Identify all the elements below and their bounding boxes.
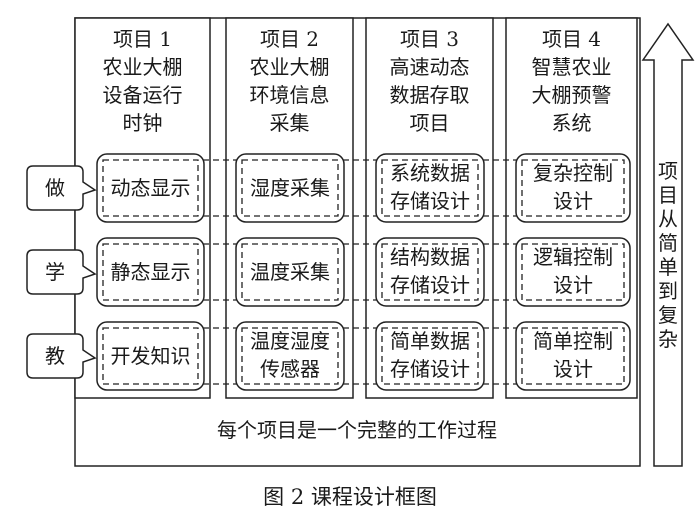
cell-box — [375, 237, 485, 307]
project-header-line: 项目 4 — [542, 27, 601, 51]
cell-box — [515, 321, 631, 391]
cell-box — [235, 321, 345, 391]
figure-caption: 图 2 课程设计框图 — [263, 485, 437, 509]
role-label: 做 — [45, 176, 65, 200]
cell-text: 复杂控制 — [533, 161, 613, 185]
callout-bubble-icon — [26, 165, 97, 211]
project-header-line: 时钟 — [123, 111, 163, 135]
cell-text: 传感器 — [260, 357, 320, 381]
cell-text: 温度采集 — [250, 260, 330, 284]
cell-box — [96, 237, 205, 307]
arrow-char: 从 — [658, 207, 678, 231]
arrow-char: 项 — [658, 159, 678, 183]
bottom-text: 每个项目是一个完整的工作过程 — [217, 418, 497, 442]
project-header-line: 智慧农业 — [532, 55, 612, 79]
project-header-line: 大棚预警 — [532, 83, 612, 107]
cell-text: 设计 — [553, 273, 593, 297]
arrow-char: 目 — [658, 183, 678, 207]
cell: 开发知识 — [96, 321, 205, 391]
project-header-line: 项目 3 — [400, 27, 459, 51]
cell-inner-dash — [241, 159, 339, 217]
project-header-line: 采集 — [270, 111, 310, 135]
cell-text: 开发知识 — [111, 344, 191, 368]
project-header-line: 农业大棚 — [250, 55, 330, 79]
cell-box — [375, 321, 485, 391]
cells: 动态显示静态显示开发知识湿度采集温度采集温度湿度传感器系统数据存储设计结构数据存… — [96, 153, 631, 391]
cell-box — [235, 237, 345, 307]
role-callouts: 做学教 — [26, 165, 97, 379]
role-callout-1: 做 — [26, 165, 97, 211]
project-header-line: 设备运行 — [103, 83, 183, 107]
project-header-line: 高速动态 — [390, 55, 470, 79]
project-header-line: 项目 — [410, 111, 450, 135]
role-label: 教 — [45, 344, 65, 368]
cell-box — [96, 153, 205, 223]
role-label: 学 — [45, 260, 65, 284]
project-header-line: 环境信息 — [250, 83, 330, 107]
up-arrow-icon — [641, 22, 695, 467]
arrow-char: 到 — [658, 279, 678, 303]
role-callout-3: 教 — [26, 333, 97, 379]
cell-box — [375, 153, 485, 223]
cell-inner-dash — [521, 327, 625, 385]
cell-text: 存储设计 — [390, 189, 470, 213]
cell: 动态显示 — [96, 153, 205, 223]
role-callout-2: 学 — [26, 249, 97, 295]
project-header-line: 项目 2 — [260, 27, 319, 51]
cell: 湿度采集 — [235, 153, 345, 223]
cell-text: 逻辑控制 — [533, 245, 613, 269]
cell-inner-dash — [521, 243, 625, 301]
cell-inner-dash — [381, 159, 479, 217]
cell-box — [515, 153, 631, 223]
callout-bubble-icon — [26, 249, 97, 295]
cell-inner-dash — [102, 327, 199, 385]
arrow-char: 杂 — [658, 327, 678, 351]
cell-box — [96, 321, 205, 391]
cell-inner-dash — [381, 243, 479, 301]
cell-text: 设计 — [553, 357, 593, 381]
callout-bubble-icon — [26, 333, 97, 379]
cell-text: 系统数据 — [390, 161, 470, 185]
cell-box — [515, 237, 631, 307]
cell-text: 简单数据 — [390, 329, 470, 353]
cell-inner-dash — [521, 159, 625, 217]
cell-text: 存储设计 — [390, 357, 470, 381]
arrow-char: 简 — [658, 231, 678, 255]
cell-text: 湿度采集 — [250, 176, 330, 200]
cell-box — [235, 153, 345, 223]
cell-inner-dash — [241, 243, 339, 301]
cell-text: 动态显示 — [111, 176, 191, 200]
cell-inner-dash — [241, 327, 339, 385]
project-header-line: 农业大棚 — [103, 55, 183, 79]
arrow-char: 复 — [658, 303, 678, 327]
cell: 静态显示 — [96, 237, 205, 307]
cell-inner-dash — [102, 243, 199, 301]
arrow-char: 单 — [658, 255, 678, 279]
cell-text: 存储设计 — [390, 273, 470, 297]
project-header-line: 项目 1 — [113, 27, 172, 51]
cell: 温度采集 — [235, 237, 345, 307]
cell-inner-dash — [102, 159, 199, 217]
cell-text: 设计 — [553, 189, 593, 213]
cell-text: 简单控制 — [533, 329, 613, 353]
project-header-line: 数据存取 — [390, 83, 470, 107]
cell-text: 结构数据 — [390, 245, 470, 269]
cell-text: 温度湿度 — [250, 329, 330, 353]
cell-text: 静态显示 — [111, 260, 191, 284]
project-header-line: 系统 — [552, 111, 592, 135]
cell-inner-dash — [381, 327, 479, 385]
